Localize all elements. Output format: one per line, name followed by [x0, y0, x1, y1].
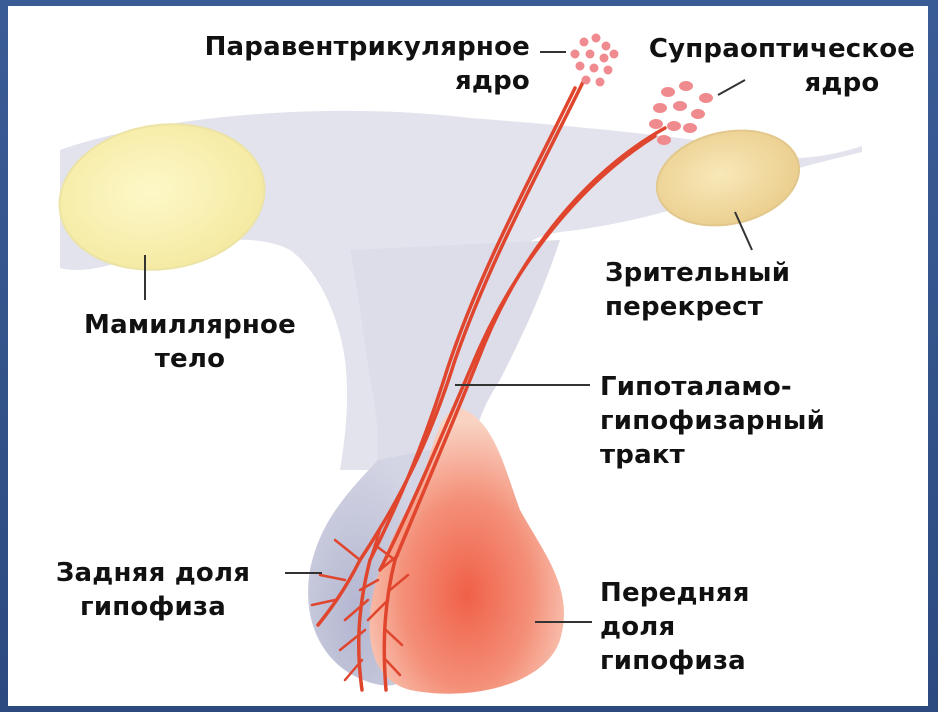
optic-chiasm: [648, 118, 808, 238]
hypothalamo-hypophyseal-tract-label: Гипоталамо- гипофизарный тракт: [600, 370, 920, 472]
paraventricular-nucleus: [571, 34, 619, 87]
supraoptic-nucleus-label: Супраоптическое ядро: [632, 32, 932, 100]
anterior-lobe-label: Передняя доля гипофиза: [600, 576, 820, 678]
mamillary-body-label: Мамиллярное тело: [55, 308, 325, 376]
posterior-lobe-label: Задняя доля гипофиза: [28, 556, 278, 624]
paraventricular-nucleus-label: Паравентрикулярное ядро: [150, 30, 530, 98]
optic-chiasm-label: Зрительный перекрест: [605, 256, 905, 324]
